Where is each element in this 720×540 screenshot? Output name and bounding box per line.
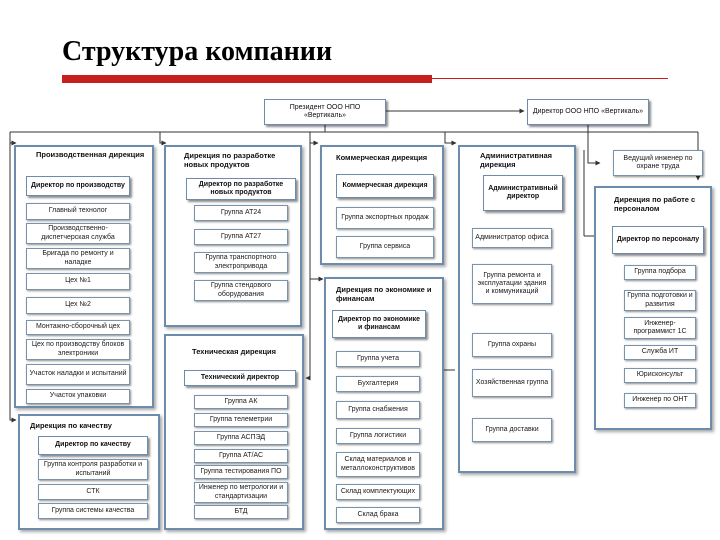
quality-item: СТК — [38, 484, 148, 500]
administrative-title: Административная дирекция — [480, 151, 553, 169]
production-item: Цех №2 — [26, 297, 130, 314]
production-item: Участок наладки и испытаний — [26, 364, 130, 385]
administrative-item: Хозяйственная группа — [472, 369, 552, 397]
commercial-item: Группа сервиса — [336, 236, 434, 258]
personnel-item: Инженер по ОНТ — [624, 393, 696, 408]
development-title: Дирекция по разработке новых продуктов — [184, 151, 276, 169]
production-title: Производственная дирекция — [36, 150, 145, 159]
technical-item: Группа телеметрии — [194, 413, 288, 427]
production-head: Директор по производству — [26, 176, 130, 196]
technical-title: Техническая дирекция — [192, 347, 277, 356]
production-item: Главный технолог — [26, 203, 130, 220]
development-item: Группа АТ27 — [194, 229, 288, 245]
personnel-item: Инженер-программист 1С — [624, 317, 696, 339]
production-item: Цех №1 — [26, 273, 130, 290]
title-underline-rule — [432, 78, 668, 79]
development-item: Группа АТ24 — [194, 205, 288, 221]
economics-item: Группа учета — [336, 351, 420, 367]
administrative-head: Административный директор — [483, 175, 563, 211]
personnel-title: Дирекция по работе с персоналом — [614, 195, 696, 213]
president-box: Президент ООО НПО «Вертикаль» — [264, 99, 386, 125]
technical-item: БТД — [194, 505, 288, 519]
title-underline-bar — [62, 75, 432, 83]
development-item: Группа транспортного электропривода — [194, 252, 288, 273]
production-item: Монтажно-сборочный цех — [26, 320, 130, 335]
commercial-title: Коммерческая дирекция — [336, 153, 428, 162]
quality-item: Группа системы качества — [38, 503, 148, 519]
economics-item: Склад материалов и металлоконструктивов — [336, 452, 420, 477]
administrative-item: Группа охраны — [472, 333, 552, 357]
administrative-item: Группа доставки — [472, 418, 552, 442]
production-item: Производственно-диспетчерская служба — [26, 223, 130, 244]
quality-item: Группа контроля разработки и испытаний — [38, 459, 148, 480]
development-item: Группа стендового оборудования — [194, 280, 288, 301]
economics-item: Склад брака — [336, 507, 420, 523]
quality-head: Директор по качеству — [38, 436, 148, 455]
personnel-item: Группа подготовки и развития — [624, 290, 696, 311]
quality-title: Дирекция по качеству — [30, 421, 112, 430]
technical-head: Технический директор — [184, 370, 296, 386]
development-head: Директор по разработке новых продуктов — [186, 178, 296, 200]
technical-item: Группа АТ/АС — [194, 449, 288, 463]
technical-item: Группа АСПЭД — [194, 431, 288, 445]
page-title: Структура компании — [62, 36, 333, 67]
personnel-item: Служба ИТ — [624, 345, 696, 360]
economics-title: Дирекция по экономике и финансам — [336, 285, 432, 303]
administrative-item: Администратор офиса — [472, 228, 552, 248]
technical-item: Инженер по метрологии и стандартизации — [194, 482, 288, 503]
personnel-item: Юрисконсульт — [624, 368, 696, 383]
personnel-head: Директор по персоналу — [612, 226, 704, 254]
safety-engineer-box: Ведущий инженер по охране труда — [613, 150, 703, 176]
economics-head: Директор по экономике и финансам — [332, 310, 426, 338]
commercial-head: Коммерческая дирекция — [336, 174, 434, 198]
economics-item: Склад комплектующих — [336, 484, 420, 500]
security-director-box: Директор ООО НПО «Вертикаль» — [527, 99, 649, 125]
personnel-item: Группа подбора — [624, 265, 696, 280]
commercial-item: Группа экспортных продаж — [336, 207, 434, 229]
production-item: Цех по производству блоков электроники — [26, 339, 130, 360]
technical-item: Группа тестирования ПО — [194, 465, 288, 479]
economics-item: Группа логистики — [336, 428, 420, 444]
production-item: Участок упаковки — [26, 389, 130, 404]
technical-item: Группа АК — [194, 395, 288, 409]
economics-item: Бухгалтерия — [336, 376, 420, 392]
economics-item: Группа снабжения — [336, 401, 420, 419]
administrative-item: Группа ремонта и эксплуатации здания и к… — [472, 264, 552, 304]
production-item: Бригада по ремонту и наладке — [26, 248, 130, 269]
